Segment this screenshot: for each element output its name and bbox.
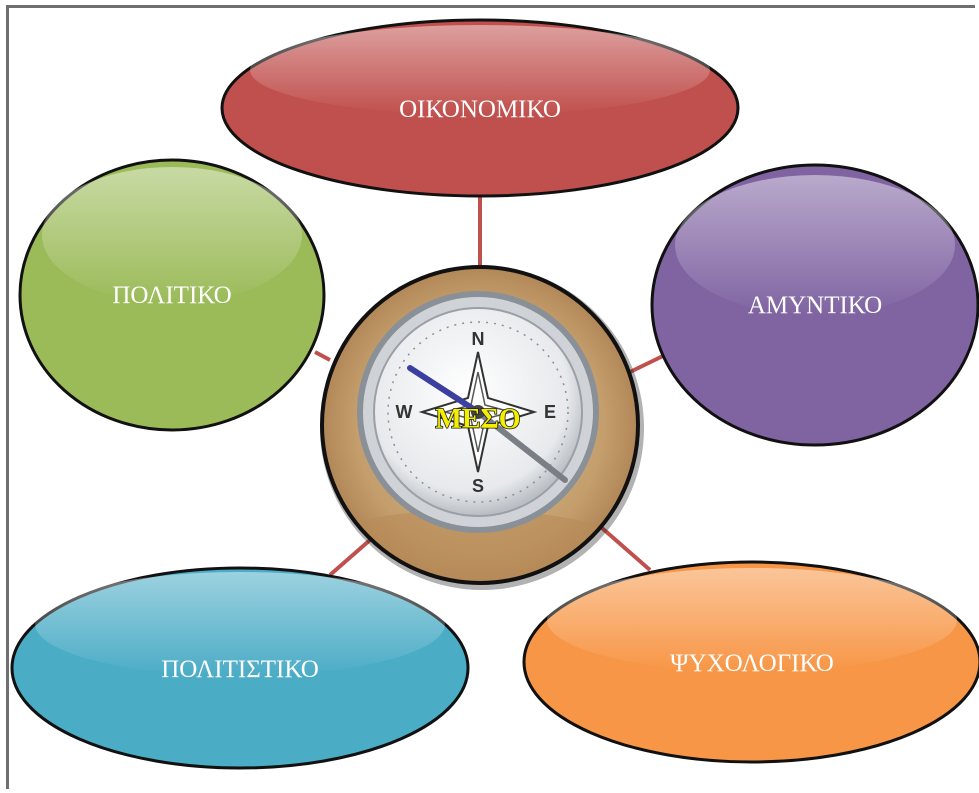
- node-bottom-left-label: ΠΟΛΙΤΙΣΤΙΚΟ: [161, 656, 319, 683]
- node-left-label: ΠΟΛΙΤΙΚΟ: [112, 282, 231, 309]
- connector-bottom-right: [600, 526, 652, 572]
- node-left-gloss: [42, 167, 302, 303]
- node-right-gloss: [675, 175, 955, 315]
- svg-text:E: E: [544, 402, 556, 422]
- center-label: ΜΕΣΟ: [435, 404, 520, 435]
- node-bottom-left[interactable]: ΠΟΛΙΤΙΣΤΙΚΟ: [10, 566, 470, 770]
- connectors: [314, 190, 666, 577]
- connector-bottom-left: [328, 538, 372, 577]
- node-right-label: ΑΜΥΝΤΙΚΟ: [748, 292, 882, 319]
- svg-text:N: N: [472, 329, 485, 349]
- svg-text:S: S: [472, 476, 484, 496]
- node-bottom-left-gloss: [35, 572, 445, 676]
- node-bottom-right[interactable]: ΨΥΧΟΛΟΓΙΚΟ: [522, 560, 979, 764]
- page-frame: [6, 5, 975, 789]
- connector-right: [629, 353, 666, 374]
- compass-icon: N S E W: [322, 267, 638, 583]
- node-bottom-right-gloss: [547, 568, 957, 672]
- node-top[interactable]: ΟΙΚΟΝΟΜΙΚΟ: [220, 18, 740, 198]
- center-node[interactable]: N S E W ΜΕΣΟ: [300, 265, 644, 600]
- center-border: [320, 265, 640, 585]
- node-top-gloss: [250, 25, 710, 115]
- connector-left: [314, 350, 331, 362]
- node-bottom-right-label: ΨΥΧΟΛΟΓΙΚΟ: [670, 650, 834, 677]
- svg-text:W: W: [396, 402, 413, 422]
- node-right[interactable]: ΑΜΥΝΤΙΚΟ: [650, 163, 979, 447]
- node-top-label: ΟΙΚΟΝΟΜΙΚΟ: [399, 96, 561, 123]
- node-left[interactable]: ΠΟΛΙΤΙΚΟ: [18, 158, 326, 432]
